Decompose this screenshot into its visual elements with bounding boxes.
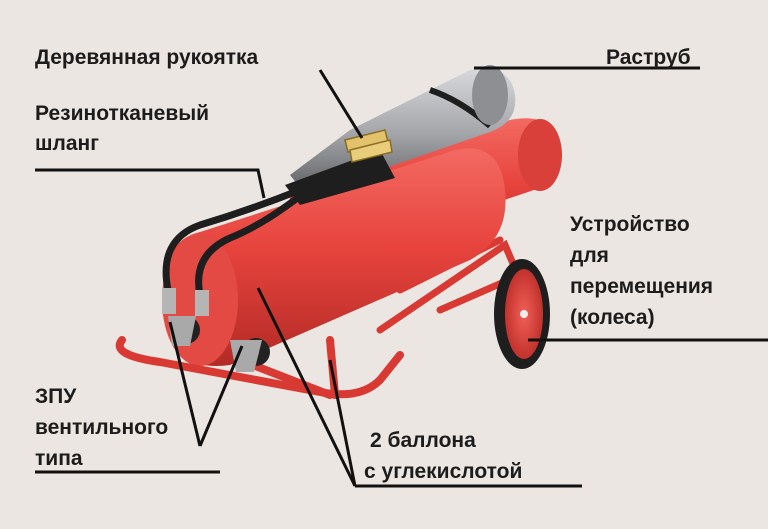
leader-hose <box>35 168 266 199</box>
wheel <box>494 259 550 369</box>
label-valve-line3: типа <box>35 447 83 470</box>
leader-handle <box>318 69 364 139</box>
label-mover-line4: (колеса) <box>570 306 655 329</box>
leader-cyl-a <box>256 287 357 487</box>
leader-valve-b <box>198 345 244 447</box>
label-mover-line1: Устройство <box>570 213 690 236</box>
label-valve-line2: вентильного <box>35 416 169 439</box>
label-hose-line2: шланг <box>35 132 99 155</box>
hoses <box>162 176 324 299</box>
label-cylinders-line1: 2 баллона <box>370 429 476 452</box>
wooden-handle <box>344 129 393 163</box>
leader-cyl-b <box>328 359 357 487</box>
label-mover-line3: перемещения <box>570 275 714 298</box>
leader-valve-a <box>168 321 202 447</box>
label-hose-line1: Резинотканевый <box>35 102 210 125</box>
label-cylinders-line2: с углекислотой <box>364 460 523 483</box>
label-valve-line1: ЗПУ <box>35 385 77 408</box>
valve-right <box>195 290 270 372</box>
label-horn: Раструб <box>606 46 691 69</box>
horn <box>285 65 516 205</box>
label-mover-line2: для <box>570 244 609 267</box>
label-wooden-handle: Деревянная рукоятка <box>35 46 259 69</box>
leader-lines <box>35 66 768 488</box>
